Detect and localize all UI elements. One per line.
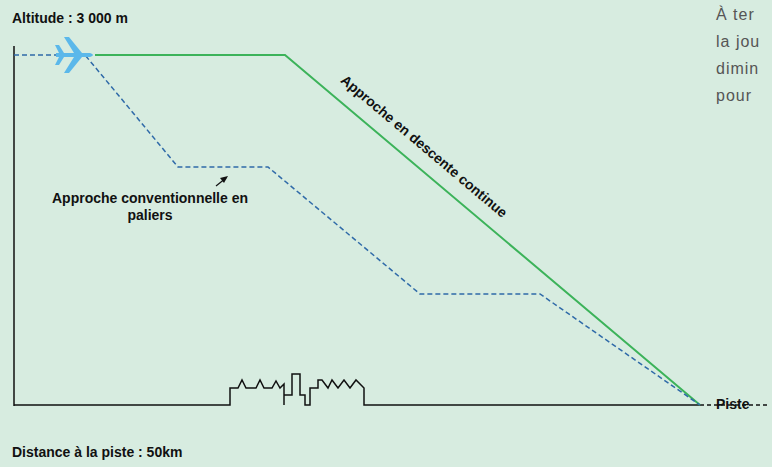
altitude-axis: [13, 46, 15, 406]
runway-label: Piste: [716, 396, 749, 412]
pointer-head: [220, 176, 228, 183]
path-label: Approche en descente continue: [338, 71, 511, 220]
cropped-text: dimin: [716, 60, 759, 78]
continuous-descent-path: [95, 55, 700, 405]
cropped-text: À ter: [716, 6, 755, 24]
cropped-text: la jou: [716, 33, 760, 51]
stepped-approach-path: [14, 55, 700, 405]
axis-title: Altitude : 3 000 m: [12, 10, 128, 26]
cropped-text: pour: [716, 87, 752, 105]
path-label: Approche conventionnelle en paliers: [50, 190, 250, 224]
axis-title: Distance à la piste : 50km: [12, 444, 182, 460]
ground-with-city: [14, 374, 700, 405]
plane-icon: [55, 37, 93, 73]
